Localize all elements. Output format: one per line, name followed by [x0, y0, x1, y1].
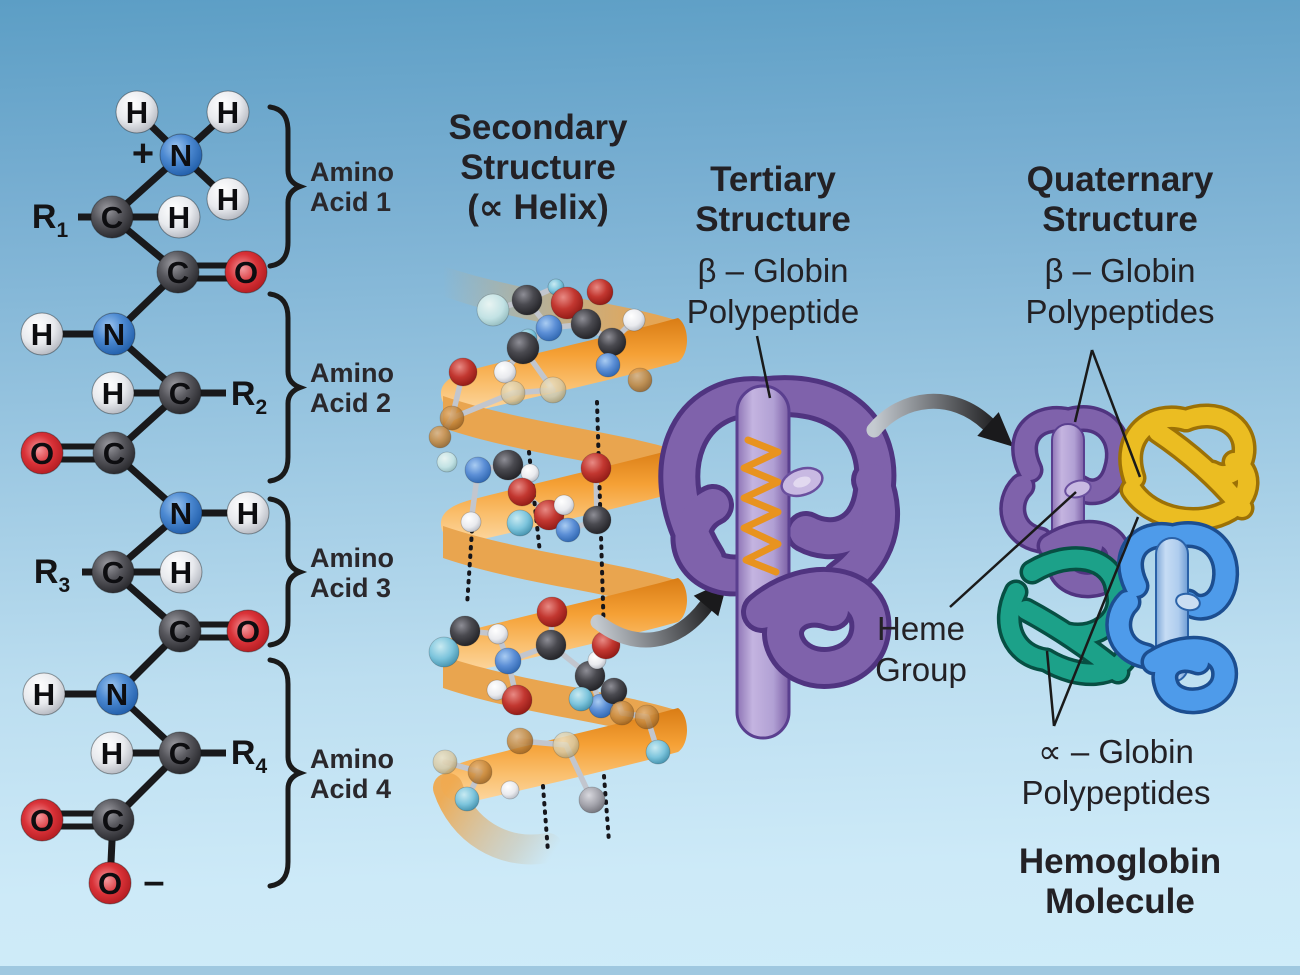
alpha-subunit-blue	[1105, 521, 1239, 715]
quaternary-structure-subtitle: β – Globin Polypeptides	[1025, 252, 1215, 330]
svg-text:H: H	[237, 496, 259, 531]
svg-text:–: –	[143, 861, 164, 903]
quaternary-structure-title: Quaternary Structure	[1026, 160, 1214, 239]
svg-text:H: H	[170, 555, 192, 590]
beta-subunit-yellow	[1118, 403, 1260, 532]
svg-text:R2: R2	[231, 375, 267, 419]
svg-text:H: H	[102, 376, 124, 411]
heme-coil	[740, 436, 782, 576]
svg-text:C: C	[103, 436, 125, 471]
svg-text:N: N	[103, 317, 125, 352]
svg-text:C: C	[169, 614, 191, 649]
svg-text:H: H	[168, 200, 190, 235]
bottom-border-strip	[0, 966, 1300, 975]
amino-acid-braces	[267, 104, 308, 889]
svg-text:N: N	[170, 138, 192, 173]
svg-text:C: C	[102, 555, 124, 590]
amino-acid-4-label: Amino Acid 4	[310, 744, 394, 804]
svg-text:C: C	[167, 255, 189, 290]
svg-text:O: O	[98, 866, 122, 901]
svg-text:O: O	[234, 255, 258, 290]
pointer-lines	[755, 335, 1142, 727]
quaternary-structure-illustration	[996, 403, 1260, 715]
helix-back-band	[443, 396, 676, 482]
svg-text:H: H	[33, 677, 55, 712]
tertiary-to-quaternary-arrow	[866, 393, 1014, 447]
amino-acid-1-label: Amino Acid 1	[310, 157, 394, 217]
svg-text:H: H	[126, 95, 148, 130]
tertiary-structure-illustration	[658, 375, 900, 740]
amino-acid-2-label: Amino Acid 2	[310, 358, 394, 418]
svg-text:O: O	[30, 803, 54, 838]
helix-back-band	[443, 526, 676, 612]
arrowhead	[977, 412, 1014, 447]
svg-text:O: O	[30, 436, 54, 471]
svg-text:H: H	[101, 736, 123, 771]
svg-text:N: N	[106, 677, 128, 712]
amino-acid-3-label: Amino Acid 3	[310, 543, 394, 603]
svg-text:C: C	[101, 200, 123, 235]
tertiary-structure-subtitle: β – Globin Polypeptide	[686, 252, 860, 330]
svg-text:O: O	[236, 614, 260, 649]
alpha-helix-illustration	[428, 266, 687, 865]
svg-text:+: +	[132, 133, 154, 175]
svg-text:C: C	[102, 803, 124, 838]
svg-text:N: N	[170, 496, 192, 531]
heme-group-label: Heme Group	[875, 610, 967, 688]
helix-ball-and-stick	[428, 278, 671, 854]
svg-text:H: H	[217, 182, 239, 217]
svg-text:R1: R1	[32, 198, 69, 242]
svg-text:H: H	[31, 317, 53, 352]
tertiary-structure-title: Tertiary Structure	[695, 160, 851, 239]
alpha-globin-label: ∝ – Globin Polypeptides	[1021, 733, 1211, 811]
svg-text:R4: R4	[231, 734, 268, 778]
helix-ribbon-tail	[433, 773, 563, 865]
secondary-structure-title: Secondary Structure (∝ Helix)	[448, 108, 628, 227]
svg-text:C: C	[169, 376, 191, 411]
helix-front-band	[440, 318, 687, 413]
hemoglobin-molecule-label: Hemoglobin Molecule	[1018, 842, 1222, 921]
svg-text:H: H	[217, 95, 239, 130]
svg-text:C: C	[169, 736, 191, 771]
heme-group-nub-center	[793, 476, 811, 488]
svg-text:R3: R3	[34, 553, 70, 597]
